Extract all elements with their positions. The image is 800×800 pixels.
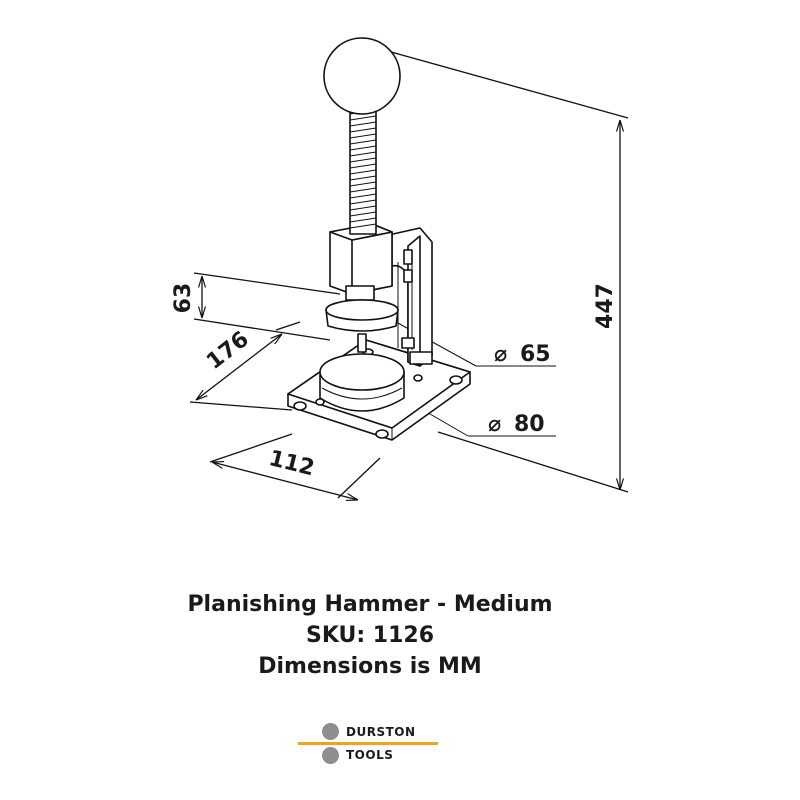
product-sku: SKU: 1126 [305, 623, 435, 648]
lower-die-diameter-dimension: ⌀ 80 [391, 391, 556, 437]
logo-dot-bottom [322, 747, 339, 764]
die-gap-dimension: 63 [171, 272, 341, 341]
upper-die-diameter-symbol: ⌀ [494, 342, 507, 367]
upper-die [325, 285, 399, 353]
die-gap-label: 63 [171, 283, 196, 314]
lower-die-diameter-label: 80 [514, 412, 545, 437]
lower-die-diameter-symbol: ⌀ [488, 412, 501, 437]
caption-block: Planishing Hammer - Medium SKU: 1126 Dim… [0, 589, 740, 682]
product-name: Planishing Hammer - Medium [187, 592, 553, 617]
logo-bar [298, 742, 438, 745]
upper-die-diameter-label: 65 [520, 342, 551, 367]
lower-die [319, 353, 405, 412]
c-frame [383, 227, 433, 367]
base-width-label: 112 [266, 446, 317, 481]
overall-height-label: 447 [593, 283, 618, 329]
logo-text-line1: DURSTON [346, 725, 416, 739]
durston-tools-logo: DURSTON TOOLS [296, 722, 446, 766]
overall-height-dimension: 447 [365, 44, 629, 493]
base-depth-label: 176 [202, 327, 254, 375]
units-note: Dimensions is MM [258, 654, 482, 679]
logo-text-line2: TOOLS [346, 748, 394, 762]
base-width-dimension: 112 [209, 433, 381, 500]
technical-drawing: 447 63 176 112 ⌀ 65 ⌀ 80 [171, 37, 629, 560]
ball-handle [323, 37, 401, 115]
planishing-hammer-drawing [287, 37, 471, 441]
logo-dot-top [322, 723, 339, 740]
base-depth-dimension: 176 [189, 321, 301, 411]
threaded-screw [349, 107, 377, 235]
